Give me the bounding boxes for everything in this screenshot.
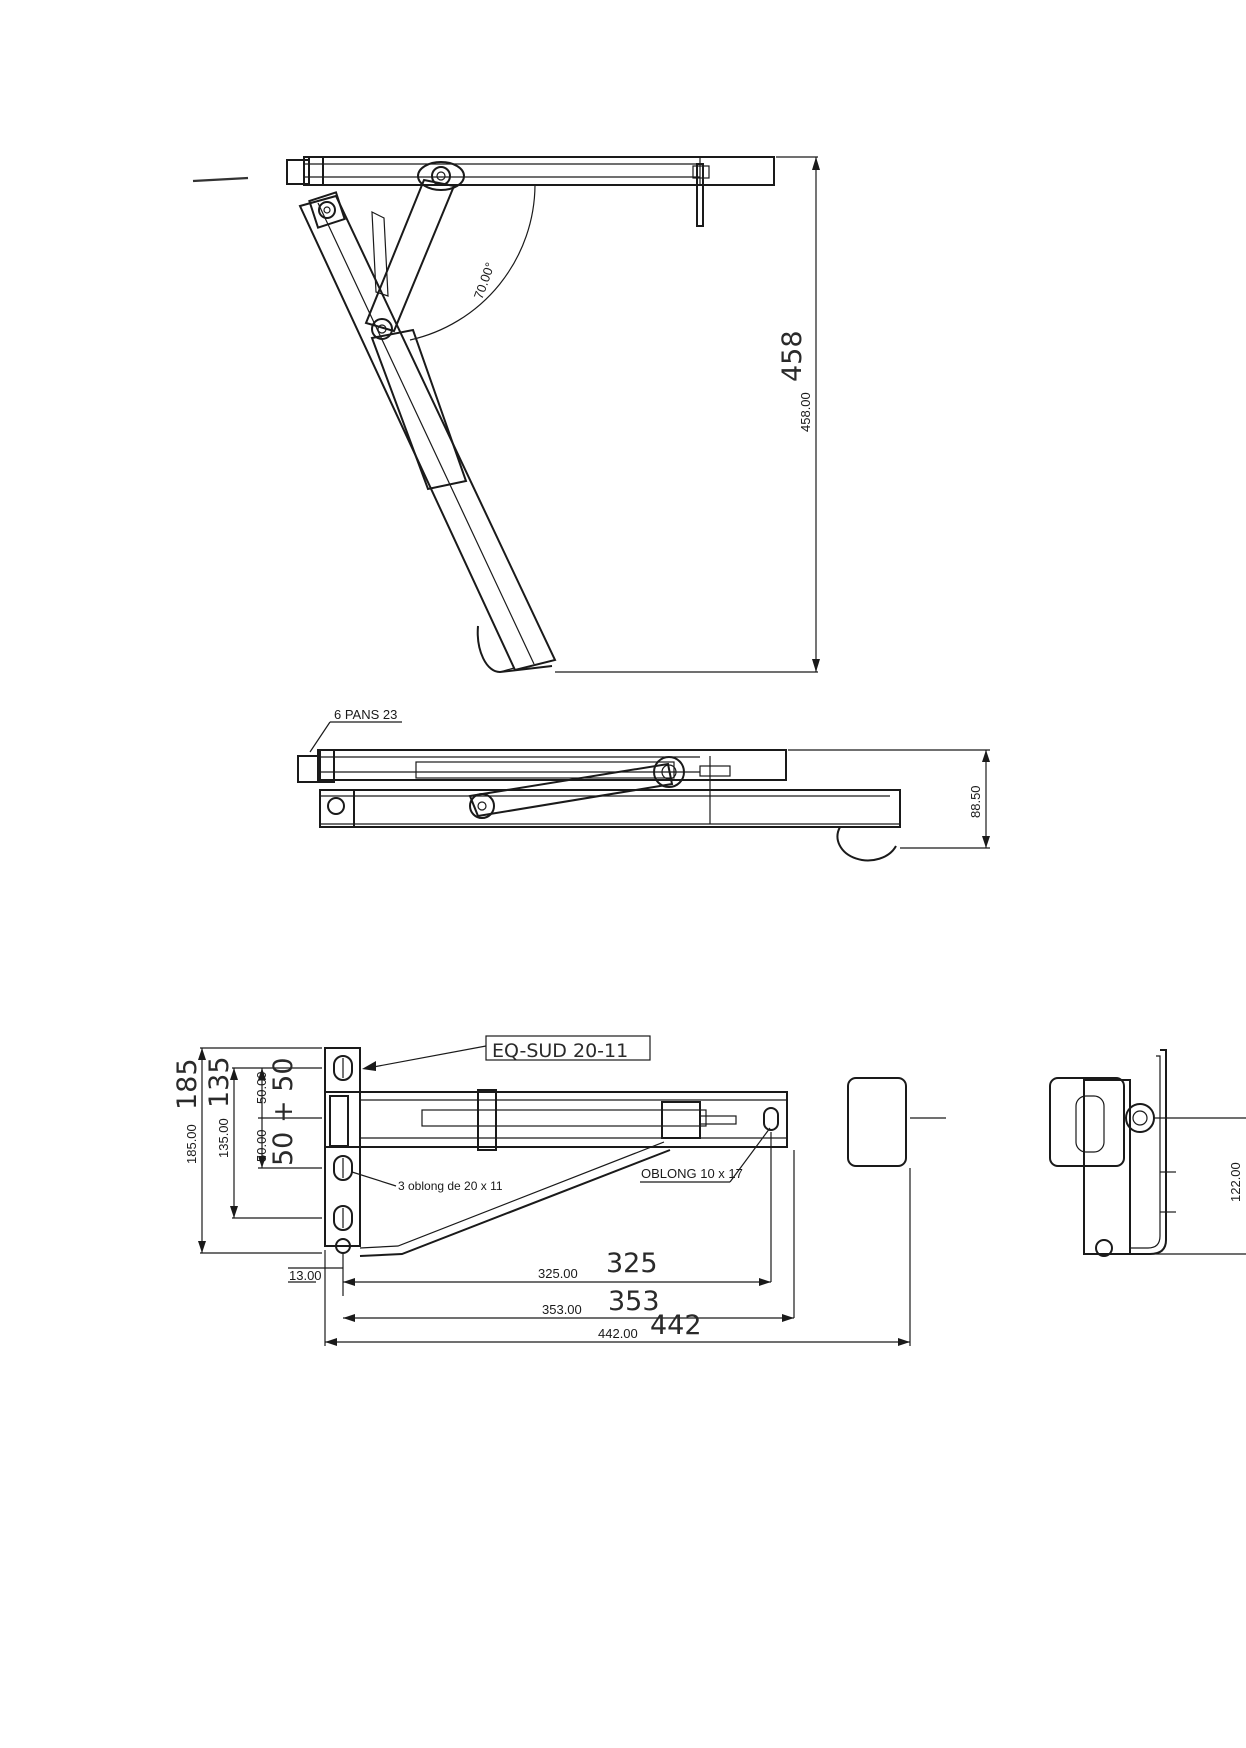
side-view-strut [364, 178, 456, 333]
dim-13-text: 13.00 [289, 1268, 322, 1283]
end-view: 122.00 [1049, 1049, 1246, 1257]
side-view-top-pivot [417, 161, 465, 191]
oblong-hole [333, 1205, 353, 1231]
top-view: EQ-SUD 20-11 185.00 185 135.00 135 [172, 1035, 946, 1346]
oblong-holes-label: 3 oblong de 20 x 11 [398, 1179, 503, 1193]
folded-view-strut [327, 756, 685, 819]
dim-50-hand: 50 + 50 [268, 1057, 299, 1166]
oblong-callout: OBLONG 10 x 17 [640, 1127, 771, 1183]
side-view-top-bar [286, 156, 775, 227]
bottom-dimension-stack: 13.00 325.00 325 353.00 353 442.00 442 [288, 1132, 911, 1346]
dim-325-text: 325.00 [538, 1266, 578, 1281]
folded-view: 6 PANS 23 88.50 [297, 707, 990, 862]
side-view-angle-label: 70.00° [471, 260, 498, 301]
dim-135-text: 135.00 [216, 1118, 231, 1158]
dim-185-hand: 185 [172, 1058, 203, 1110]
top-view-wall-plate [324, 1047, 361, 1254]
dim-50-bottom-text: 50.00 [254, 1129, 269, 1162]
margin-pen-mark [192, 176, 249, 183]
side-view-diagonal-arm [298, 194, 557, 674]
dim-325-hand: 325 [606, 1248, 658, 1279]
dim-353-hand: 353 [608, 1286, 660, 1317]
side-view-height-text: 458.00 [798, 392, 813, 432]
top-view-end-pad [847, 1077, 946, 1167]
side-view-height-dimension: 458.00 458 [555, 156, 820, 673]
top-view-arm [324, 1089, 788, 1257]
oblong-hole [333, 1055, 353, 1081]
folded-view-nut-callout: 6 PANS 23 [309, 707, 402, 753]
side-view-angle-arc [409, 184, 536, 341]
dim-135-hand: 135 [204, 1056, 235, 1108]
side-view: 70.00° 458.00 458 [286, 156, 820, 674]
side-view-pivots [308, 191, 393, 340]
dim-442-hand: 442 [650, 1310, 702, 1341]
dim-442-text: 442.00 [598, 1326, 638, 1341]
part-reference-label: EQ-SUD 20-11 [492, 1040, 628, 1062]
folded-view-nut-label: 6 PANS 23 [334, 707, 397, 722]
dim-185-text: 185.00 [184, 1124, 199, 1164]
oblong-holes-callout: 3 oblong de 20 x 11 [351, 1171, 503, 1193]
left-dimension-stack: 185.00 185 135.00 135 50.00 50.00 50 + 5… [172, 1047, 322, 1254]
oblong-hole [333, 1155, 353, 1181]
dim-50-top-text: 50.00 [254, 1071, 269, 1104]
folded-view-top-bar [297, 749, 787, 824]
folded-view-base-bar [319, 789, 901, 862]
dim-353-text: 353.00 [542, 1302, 582, 1317]
folded-view-height-dimension: 88.50 [788, 749, 990, 849]
folded-view-height-text: 88.50 [968, 785, 983, 818]
oblong-label: OBLONG 10 x 17 [641, 1166, 743, 1181]
part-reference-callout: EQ-SUD 20-11 [362, 1035, 651, 1071]
side-view-height-hand: 458 [777, 330, 808, 382]
end-view-height-text: 122.00 [1228, 1162, 1243, 1202]
